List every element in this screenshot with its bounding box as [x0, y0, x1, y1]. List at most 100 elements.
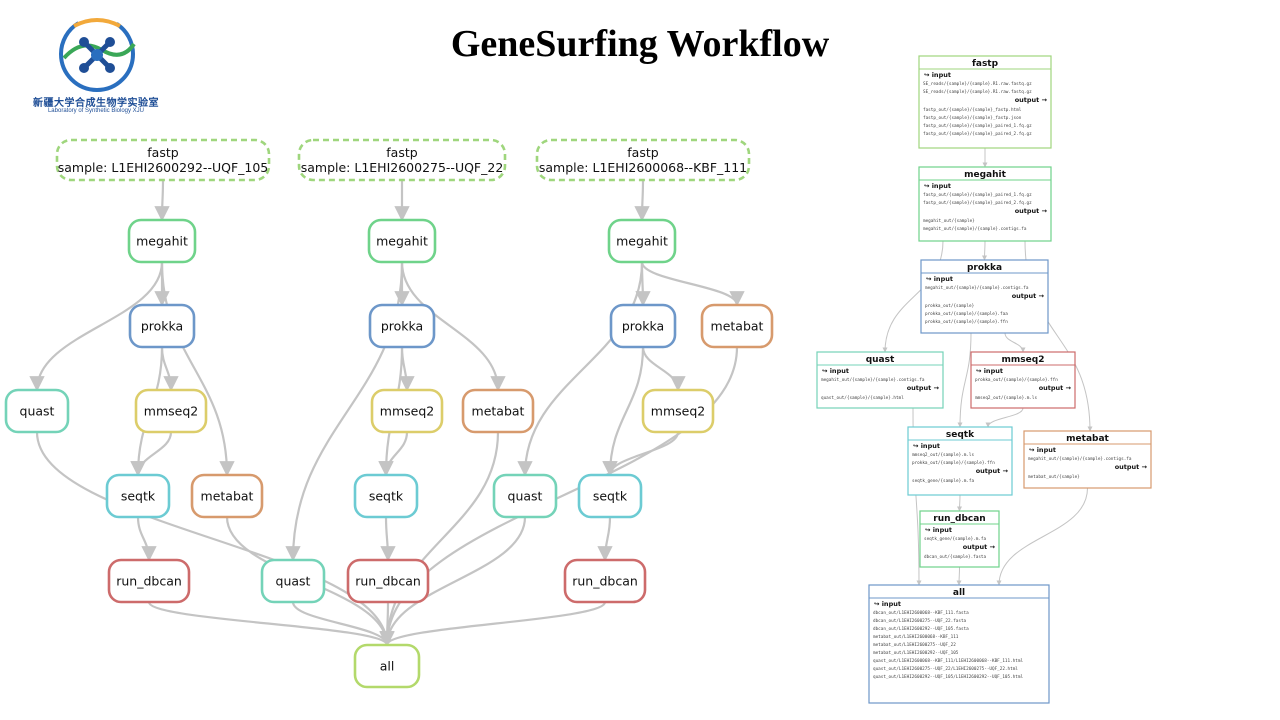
node-box [107, 558, 191, 604]
rule-edge-prokka-to-seqtk [957, 332, 972, 428]
rule-output-file: prokka_out/{sample}/{sample}.ffn [925, 319, 1008, 325]
rule-input-label: ↪ input [874, 600, 901, 608]
node-sample: sample: L1EHI2600275--UQF_22 [301, 160, 504, 175]
node-label: seqtk [121, 489, 156, 504]
node-box [4, 388, 70, 434]
node-seqtk2[interactable]: seqtk [353, 473, 419, 519]
rule-output-file: fastp_out/{sample}/{sample}_fastp.html [923, 107, 1022, 113]
node-mmseq2_2[interactable]: mmseq2 [370, 388, 444, 434]
rule-input-file: dbcan_out/L1EHI2600292--UQF_105.fasta [873, 626, 969, 632]
rule-node-mmseq2[interactable]: mmseq2 ↪ input prokka_out/{sample}/{sample… [970, 351, 1076, 409]
edge-megahit1-to-quast1 [29, 261, 164, 392]
rule-node-title: mmseq2 [1002, 355, 1045, 365]
rule-output-file: fastp_out/{sample}/{sample}_paired_2.fq.… [923, 131, 1032, 137]
node-seqtk3[interactable]: seqtk [577, 473, 643, 519]
rule-output-file: fastp_out/{sample}/{sample}_paired_1.fq.… [923, 123, 1032, 129]
node-box [128, 303, 196, 349]
node-metabat1[interactable]: metabat [190, 473, 264, 519]
edge-mmseq2_3-to-seqtk3 [602, 431, 680, 477]
rule-input-file: quast_out/L1EHI2600292--UQF_105/L1EHI260… [873, 674, 1023, 680]
node-quast1[interactable]: quast [4, 388, 70, 434]
node-quast3[interactable]: quast [492, 473, 558, 519]
node-metabat2[interactable]: metabat [461, 388, 535, 434]
rule-node-box [907, 426, 1013, 496]
rule-node-seqtk[interactable]: seqtk↪ inputmmseq2_out/{sample}.m.lsprok… [907, 426, 1013, 496]
rule-input-label: ↪ input [924, 71, 951, 79]
rule-input-label: ↪ input [976, 367, 1003, 375]
logo-ring [59, 16, 135, 92]
node-box [105, 473, 171, 519]
node-run_dbcan2[interactable]: run_dbcan [346, 558, 430, 604]
node-mmseq2_3[interactable]: mmseq2 [641, 388, 715, 434]
node-prokka1[interactable]: prokka [128, 303, 196, 349]
edge-fastp1-to-megahit1 [154, 179, 170, 222]
node-box [346, 558, 430, 604]
rule-edge-metabat-to-all [996, 487, 1088, 586]
rule-node-run_dbcan[interactable]: run_dbcan↪ inputseqtk_gene/{sample}.m.fa… [919, 510, 1000, 568]
rule-input-file: fastp_out/{sample}/{sample}_paired_1.fq.… [923, 192, 1032, 198]
node-megahit3[interactable]: megahit [607, 218, 677, 264]
node-box [577, 473, 643, 519]
rule-node-prokka[interactable]: prokka↪ inputmegahit_out/{sample}/{sampl… [920, 259, 1049, 334]
rule-input-file: megahit_out/{sample}/{sample}.contigs.fa [925, 285, 1029, 291]
rule-input-file: megahit_out/{sample}/{sample}.contigs.fa [821, 377, 925, 383]
node-quast2[interactable]: quast [260, 558, 326, 604]
node-run_dbcan1[interactable]: run_dbcan [107, 558, 191, 604]
node-run_dbcan3[interactable]: run_dbcan [563, 558, 647, 604]
rule-node-all[interactable]: all↪ inputdbcan_out/L1EHI2600068--KBF_11… [868, 584, 1050, 704]
rule-input-file: quast_out/L1EHI2600068--KBF_111/L1EHI260… [873, 658, 1023, 664]
rule-input-label: ↪ input [925, 526, 952, 534]
rule-input-file: metabat_out/L1EHI2600275--UQF_22 [873, 642, 956, 648]
node-prokka2[interactable]: prokka [368, 303, 436, 349]
rule-output-file: megahit_out/{sample} [923, 218, 975, 224]
rule-node-fastp[interactable]: fastp↪ inputSE_reads/{sample}/{sample}.R… [918, 55, 1052, 149]
rule-edge-megahit-to-quast [882, 240, 944, 353]
edge-mmseq2_2-to-seqtk2 [378, 431, 409, 477]
edge-seqtk1-to-run_dbcan1 [136, 516, 157, 562]
rule-input-label: ↪ input [924, 182, 951, 190]
node-metabat3[interactable]: metabat [700, 303, 774, 349]
node-box [535, 138, 751, 182]
logo-chinese-text: 新疆大学合成生物学实验室 [33, 98, 159, 109]
rule-output-file: mmseq2_out/{sample}.m.ls [975, 395, 1037, 401]
node-box [134, 388, 208, 434]
rule-input-file: prokka_out/{sample}/{sample}.ffn [912, 460, 995, 466]
node-sample: sample: L1EHI2600068--KBF_111 [539, 160, 747, 175]
rule-output-file: metabat_out/{sample} [1028, 474, 1080, 480]
node-megahit1[interactable]: megahit [127, 218, 197, 264]
rule-node-box [868, 584, 1050, 704]
rule-node-metabat[interactable]: metabat↪ inputmegahit_out/{sample}/{samp… [1023, 430, 1152, 489]
node-box [353, 643, 421, 689]
rule-input-file: dbcan_out/L1EHI2600275--UQF_22.fasta [873, 618, 967, 624]
edge-quast3-to-all [379, 516, 527, 647]
rule-edge-seqtk-to-run_dbcan [957, 494, 963, 512]
rule-node-box [919, 510, 1000, 568]
node-box [190, 473, 264, 519]
node-all[interactable]: all [353, 643, 421, 689]
rule-node-megahit[interactable]: megahit↪ inputfastp_out/{sample}/{sample… [918, 166, 1052, 242]
node-label: run_dbcan [572, 574, 638, 589]
node-megahit2[interactable]: megahit [367, 218, 437, 264]
node-label: prokka [141, 319, 183, 334]
node-box [260, 558, 326, 604]
edge-megahit3-to-quast3 [517, 261, 644, 477]
rule-node-quast[interactable]: quast↪ inputmegahit_out/{sample}/{sample… [816, 351, 944, 409]
rule-input-label: ↪ input [913, 442, 940, 450]
node-mmseq2_1[interactable]: mmseq2 [134, 388, 208, 434]
rule-output-file: seqtk_gene/{sample}.m.fa [912, 478, 974, 484]
node-box [368, 303, 436, 349]
rule-input-file: prokka_out/{sample}/{sample}.ffn [975, 377, 1058, 383]
rule-input-label: ↪ input [1029, 446, 1056, 454]
rule-node-box [918, 55, 1052, 149]
node-label: run_dbcan [116, 574, 182, 589]
node-prokka3[interactable]: prokka [609, 303, 677, 349]
logo-arc [73, 18, 121, 28]
rule-input-file: metabat_out/L1EHI2600292--UQF_105 [873, 650, 959, 656]
node-box [461, 388, 535, 434]
node-label: mmseq2 [380, 404, 434, 419]
node-seqtk1[interactable]: seqtk [105, 473, 171, 519]
